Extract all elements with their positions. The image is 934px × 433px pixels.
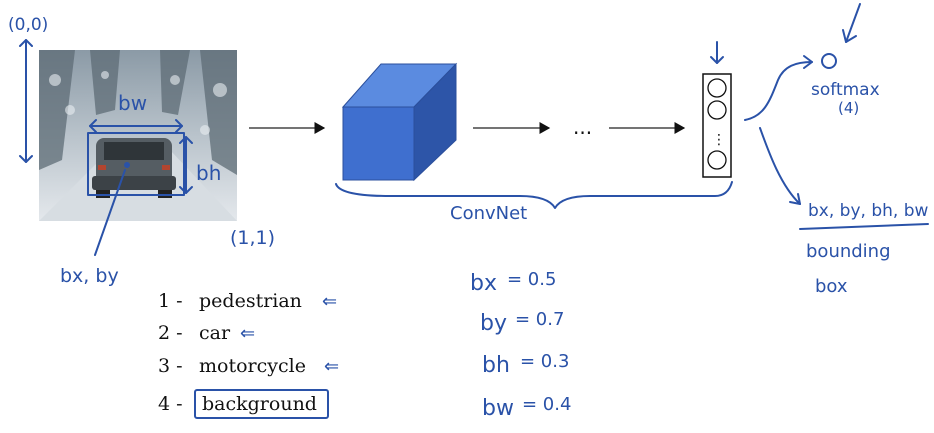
class-item: 4 - background	[158, 389, 329, 419]
svg-text:2 -: 2 -	[158, 322, 183, 344]
class-item: 3 - motorcycle ⇐	[158, 355, 339, 377]
class-list: 1 - pedestrian ⇐ 2 - car ⇐ 3 - motorcycl…	[158, 290, 339, 419]
center-point	[124, 162, 130, 168]
marker-arrow-icon: ⇐	[240, 323, 255, 344]
bbox-values: bx = 0.5 by = 0.7 bh = 0.3 bw = 0.4	[470, 269, 571, 421]
softmax-node	[821, 53, 837, 69]
bbox-underline	[799, 223, 929, 230]
svg-text:= 0.3: = 0.3	[520, 351, 569, 372]
car-photo	[39, 50, 237, 221]
background-highlight	[194, 389, 329, 419]
softmax-top-arrow	[845, 3, 861, 43]
center-label: bx, by	[60, 265, 119, 287]
marker-arrow-icon: ⇐	[324, 356, 339, 377]
svg-text:motorcycle: motorcycle	[199, 355, 306, 377]
convnet-label: ConvNet	[450, 203, 527, 224]
bh-label: bh	[196, 161, 221, 185]
svg-text:= 0.7: = 0.7	[515, 309, 564, 330]
origin-label: (0,0)	[8, 15, 48, 35]
softmax-arrow	[744, 61, 813, 121]
output-vector: ⋮	[702, 73, 732, 178]
bounding-box	[87, 132, 185, 196]
svg-text:bx: bx	[470, 271, 497, 296]
svg-text:background: background	[202, 393, 317, 415]
svg-text:bh: bh	[482, 353, 510, 378]
class-item: 1 - pedestrian ⇐	[158, 290, 337, 312]
center-pointer	[94, 169, 126, 256]
svg-text:by: by	[480, 311, 507, 336]
class-item: 2 - car ⇐	[158, 322, 255, 344]
marker-arrow-icon: ⇐	[322, 291, 337, 312]
bounding-label: bounding	[806, 241, 891, 262]
bbox-params: bx, by, bh, bw	[808, 201, 928, 221]
svg-text:car: car	[199, 322, 231, 344]
bbox-arrow	[759, 127, 801, 205]
convnet-brace	[335, 181, 733, 209]
svg-text:pedestrian: pedestrian	[199, 290, 302, 312]
ellipsis: ...	[573, 115, 592, 139]
box-label: box	[815, 276, 848, 297]
conv-cube	[341, 62, 458, 182]
svg-text:= 0.4: = 0.4	[522, 394, 571, 415]
softmax-count: (4)	[838, 99, 859, 117]
bw-label: bw	[118, 91, 147, 115]
svg-text:= 0.5: = 0.5	[507, 269, 556, 290]
svg-text:4 -: 4 -	[158, 393, 183, 415]
softmax-label: softmax	[811, 80, 880, 100]
svg-text:bw: bw	[482, 396, 514, 421]
svg-text:3 -: 3 -	[158, 355, 183, 377]
svg-text:⋮: ⋮	[712, 132, 726, 148]
svg-text:1 -: 1 -	[158, 290, 183, 312]
corner-label: (1,1)	[230, 227, 275, 249]
